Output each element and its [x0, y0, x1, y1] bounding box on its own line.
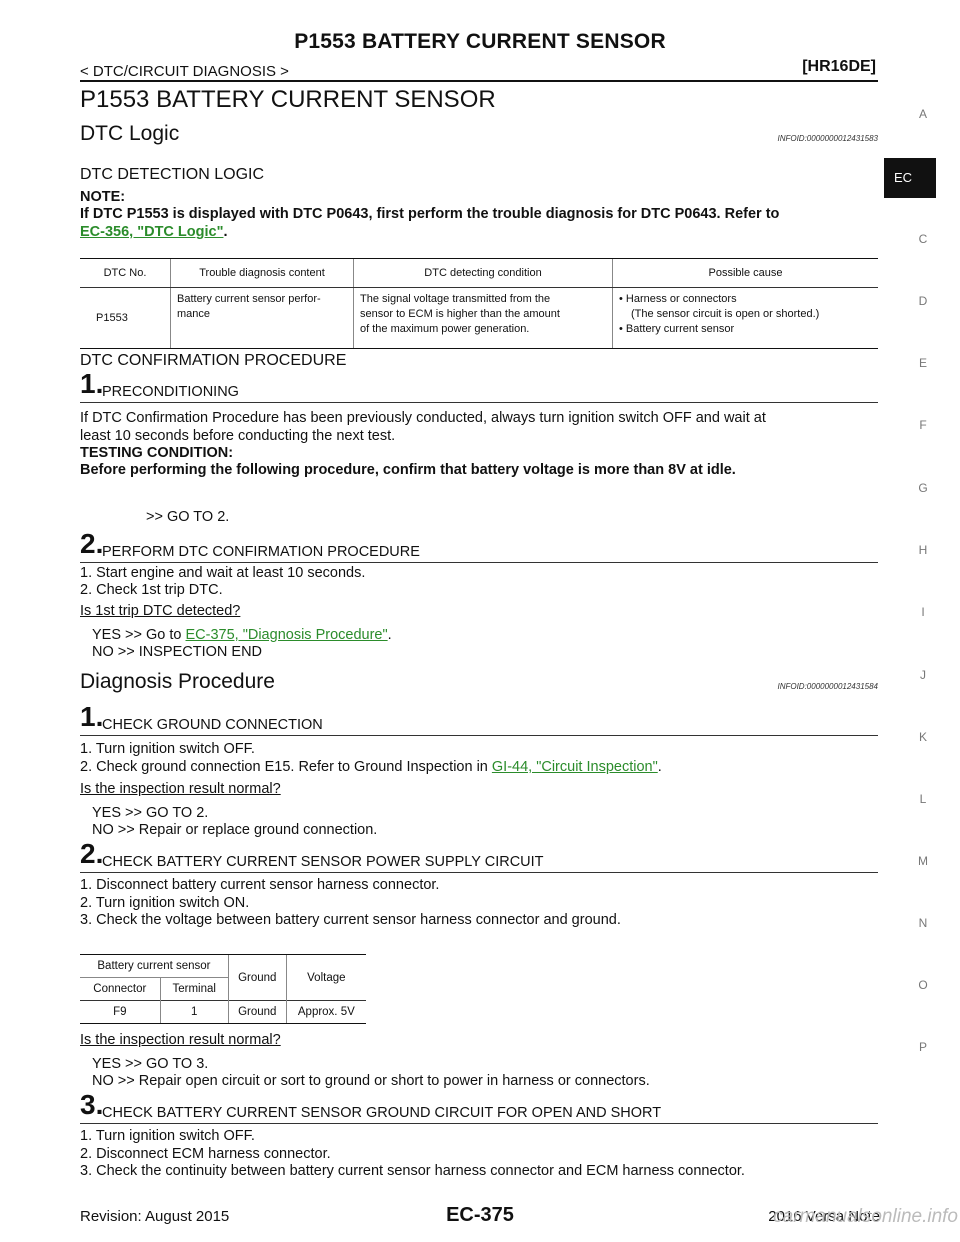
diagnosis-link[interactable]: EC-375, "Diagnosis Procedure": [185, 627, 388, 643]
diag-step-3: 3.CHECK BATTERY CURRENT SENSOR GROUND CI…: [80, 1089, 878, 1124]
sidebar-tab-ec[interactable]: EC: [884, 158, 936, 198]
diag1-line-1: 1. Turn ignition switch OFF.: [80, 741, 255, 757]
cause-cell: • Harness or connectors(The sensor circu…: [612, 287, 878, 349]
diag1-line-2: 2. Check ground connection E15. Refer to…: [80, 759, 662, 775]
note-label: NOTE:: [80, 189, 126, 205]
table-header: Battery current sensor: [80, 954, 229, 978]
diag3-line-2: 2. Disconnect ECM harness connector.: [80, 1146, 331, 1162]
note-link[interactable]: EC-356, "DTC Logic": [80, 224, 224, 240]
sidebar-letter-a[interactable]: A: [918, 107, 927, 121]
diag2-line-2: 2. Turn ignition switch ON.: [80, 895, 250, 911]
sidebar-letter-e[interactable]: E: [918, 356, 927, 370]
dtc-logic-heading: DTC Logic: [80, 122, 180, 145]
confirm-step-2: 2. Check 1st trip DTC.: [80, 582, 223, 598]
engine-code: [HR16DE]: [802, 58, 876, 75]
sidebar-letter-c[interactable]: C: [918, 232, 928, 246]
page-number: EC-375: [446, 1204, 514, 1226]
table-header: Trouble diagnosis content: [170, 258, 354, 288]
sidebar-letter-d[interactable]: D: [918, 294, 928, 308]
note-text: If DTC P1553 is displayed with DTC P0643…: [80, 206, 780, 222]
watermark: carmanualsonline.info: [773, 1206, 958, 1227]
sidebar-letter-p[interactable]: P: [918, 1040, 927, 1054]
testing-condition-text: Before performing the following procedur…: [80, 462, 736, 478]
precondition-text-1: If DTC Confirmation Procedure has been p…: [80, 410, 766, 426]
sidebar-letter-i[interactable]: I: [921, 605, 925, 619]
main-title: P1553 BATTERY CURRENT SENSOR: [80, 86, 496, 113]
confirm-question: Is 1st trip DTC detected?: [80, 603, 241, 619]
sidebar-letter-f[interactable]: F: [919, 418, 927, 432]
diag3-line-3: 3. Check the continuity between battery …: [80, 1163, 745, 1179]
table-header: Voltage: [285, 954, 366, 1001]
sidebar-letter-g[interactable]: G: [918, 481, 928, 495]
vehicle-model: 2016 Versa Note: [768, 1208, 880, 1225]
dtc-cell: P1553: [80, 287, 171, 349]
diag2-yes: YES >> GO TO 3.: [92, 1056, 209, 1072]
table-header: Possible cause: [612, 258, 878, 288]
diag2-question: Is the inspection result normal?: [80, 1032, 281, 1048]
table-row: F9 1 Ground Approx. 5V: [80, 1000, 366, 1024]
diagnosis-heading: Diagnosis Procedure: [80, 670, 275, 693]
sidebar-letter-n[interactable]: N: [918, 916, 928, 930]
sidebar-letter-k[interactable]: K: [918, 730, 927, 744]
dtc-detection-logic-heading: DTC DETECTION LOGIC: [80, 166, 265, 183]
diag2-no: NO >> Repair open circuit or sort to gro…: [92, 1073, 650, 1089]
sidebar-letter-h[interactable]: H: [918, 543, 928, 557]
step-1-preconditioning: 1.PRECONDITIONING: [80, 368, 878, 403]
goto-step-2: >> GO TO 2.: [146, 509, 230, 525]
diag1-question: Is the inspection result normal?: [80, 781, 281, 797]
sidebar-letter-l[interactable]: L: [919, 792, 927, 806]
content-cell: Battery current sensor perfor-mance: [170, 287, 354, 349]
sidebar-letter-m[interactable]: M: [918, 854, 928, 868]
diag-step-2: 2.CHECK BATTERY CURRENT SENSOR POWER SUP…: [80, 838, 878, 873]
confirmation-heading: DTC CONFIRMATION PROCEDURE: [80, 352, 347, 369]
diagnosis-infoid: INFOID:0000000012431584: [777, 682, 878, 691]
diag-step-1: 1.CHECK GROUND CONNECTION: [80, 701, 878, 736]
confirm-step-1: 1. Start engine and wait at least 10 sec…: [80, 565, 366, 581]
dtc-logic-infoid: INFOID:0000000012431583: [777, 134, 878, 143]
diag2-line-1: 1. Disconnect battery current sensor har…: [80, 877, 440, 893]
table-header: Connector: [80, 977, 161, 1001]
sidebar-letter-j[interactable]: J: [920, 668, 926, 682]
table-header: Terminal: [159, 977, 229, 1001]
table-header: DTC detecting condition: [353, 258, 613, 288]
sidebar-letter-o[interactable]: O: [918, 978, 928, 992]
testing-condition-label: TESTING CONDITION:: [80, 445, 234, 461]
page-header-title: P1553 BATTERY CURRENT SENSOR: [294, 30, 666, 53]
header-divider: [80, 80, 878, 82]
diag1-yes: YES >> GO TO 2.: [92, 805, 209, 821]
voltage-table: Battery current sensor Ground Voltage Co…: [80, 954, 366, 1024]
diag1-no: NO >> Repair or replace ground connectio…: [92, 822, 378, 838]
table-header: Ground: [227, 954, 287, 1001]
confirm-no: NO >> INSPECTION END: [92, 644, 263, 660]
dtc-logic-table: DTC No. Trouble diagnosis content DTC de…: [80, 258, 878, 349]
confirm-yes: YES >> Go to EC-375, "Diagnosis Procedur…: [92, 627, 392, 643]
note-end: .: [223, 224, 228, 240]
diag2-line-3: 3. Check the voltage between battery cur…: [80, 912, 621, 928]
table-header: DTC No.: [80, 258, 171, 288]
section-breadcrumb: < DTC/CIRCUIT DIAGNOSIS >: [80, 63, 289, 80]
diag3-line-1: 1. Turn ignition switch OFF.: [80, 1128, 255, 1144]
precondition-text-2: least 10 seconds before conducting the n…: [80, 428, 396, 444]
table-row: P1553 Battery current sensor perfor-manc…: [80, 287, 878, 349]
step-2-perform: 2.PERFORM DTC CONFIRMATION PROCEDURE: [80, 528, 878, 563]
revision-date: Revision: August 2015: [80, 1208, 230, 1225]
ground-inspection-link[interactable]: GI-44, "Circuit Inspection": [491, 759, 658, 775]
